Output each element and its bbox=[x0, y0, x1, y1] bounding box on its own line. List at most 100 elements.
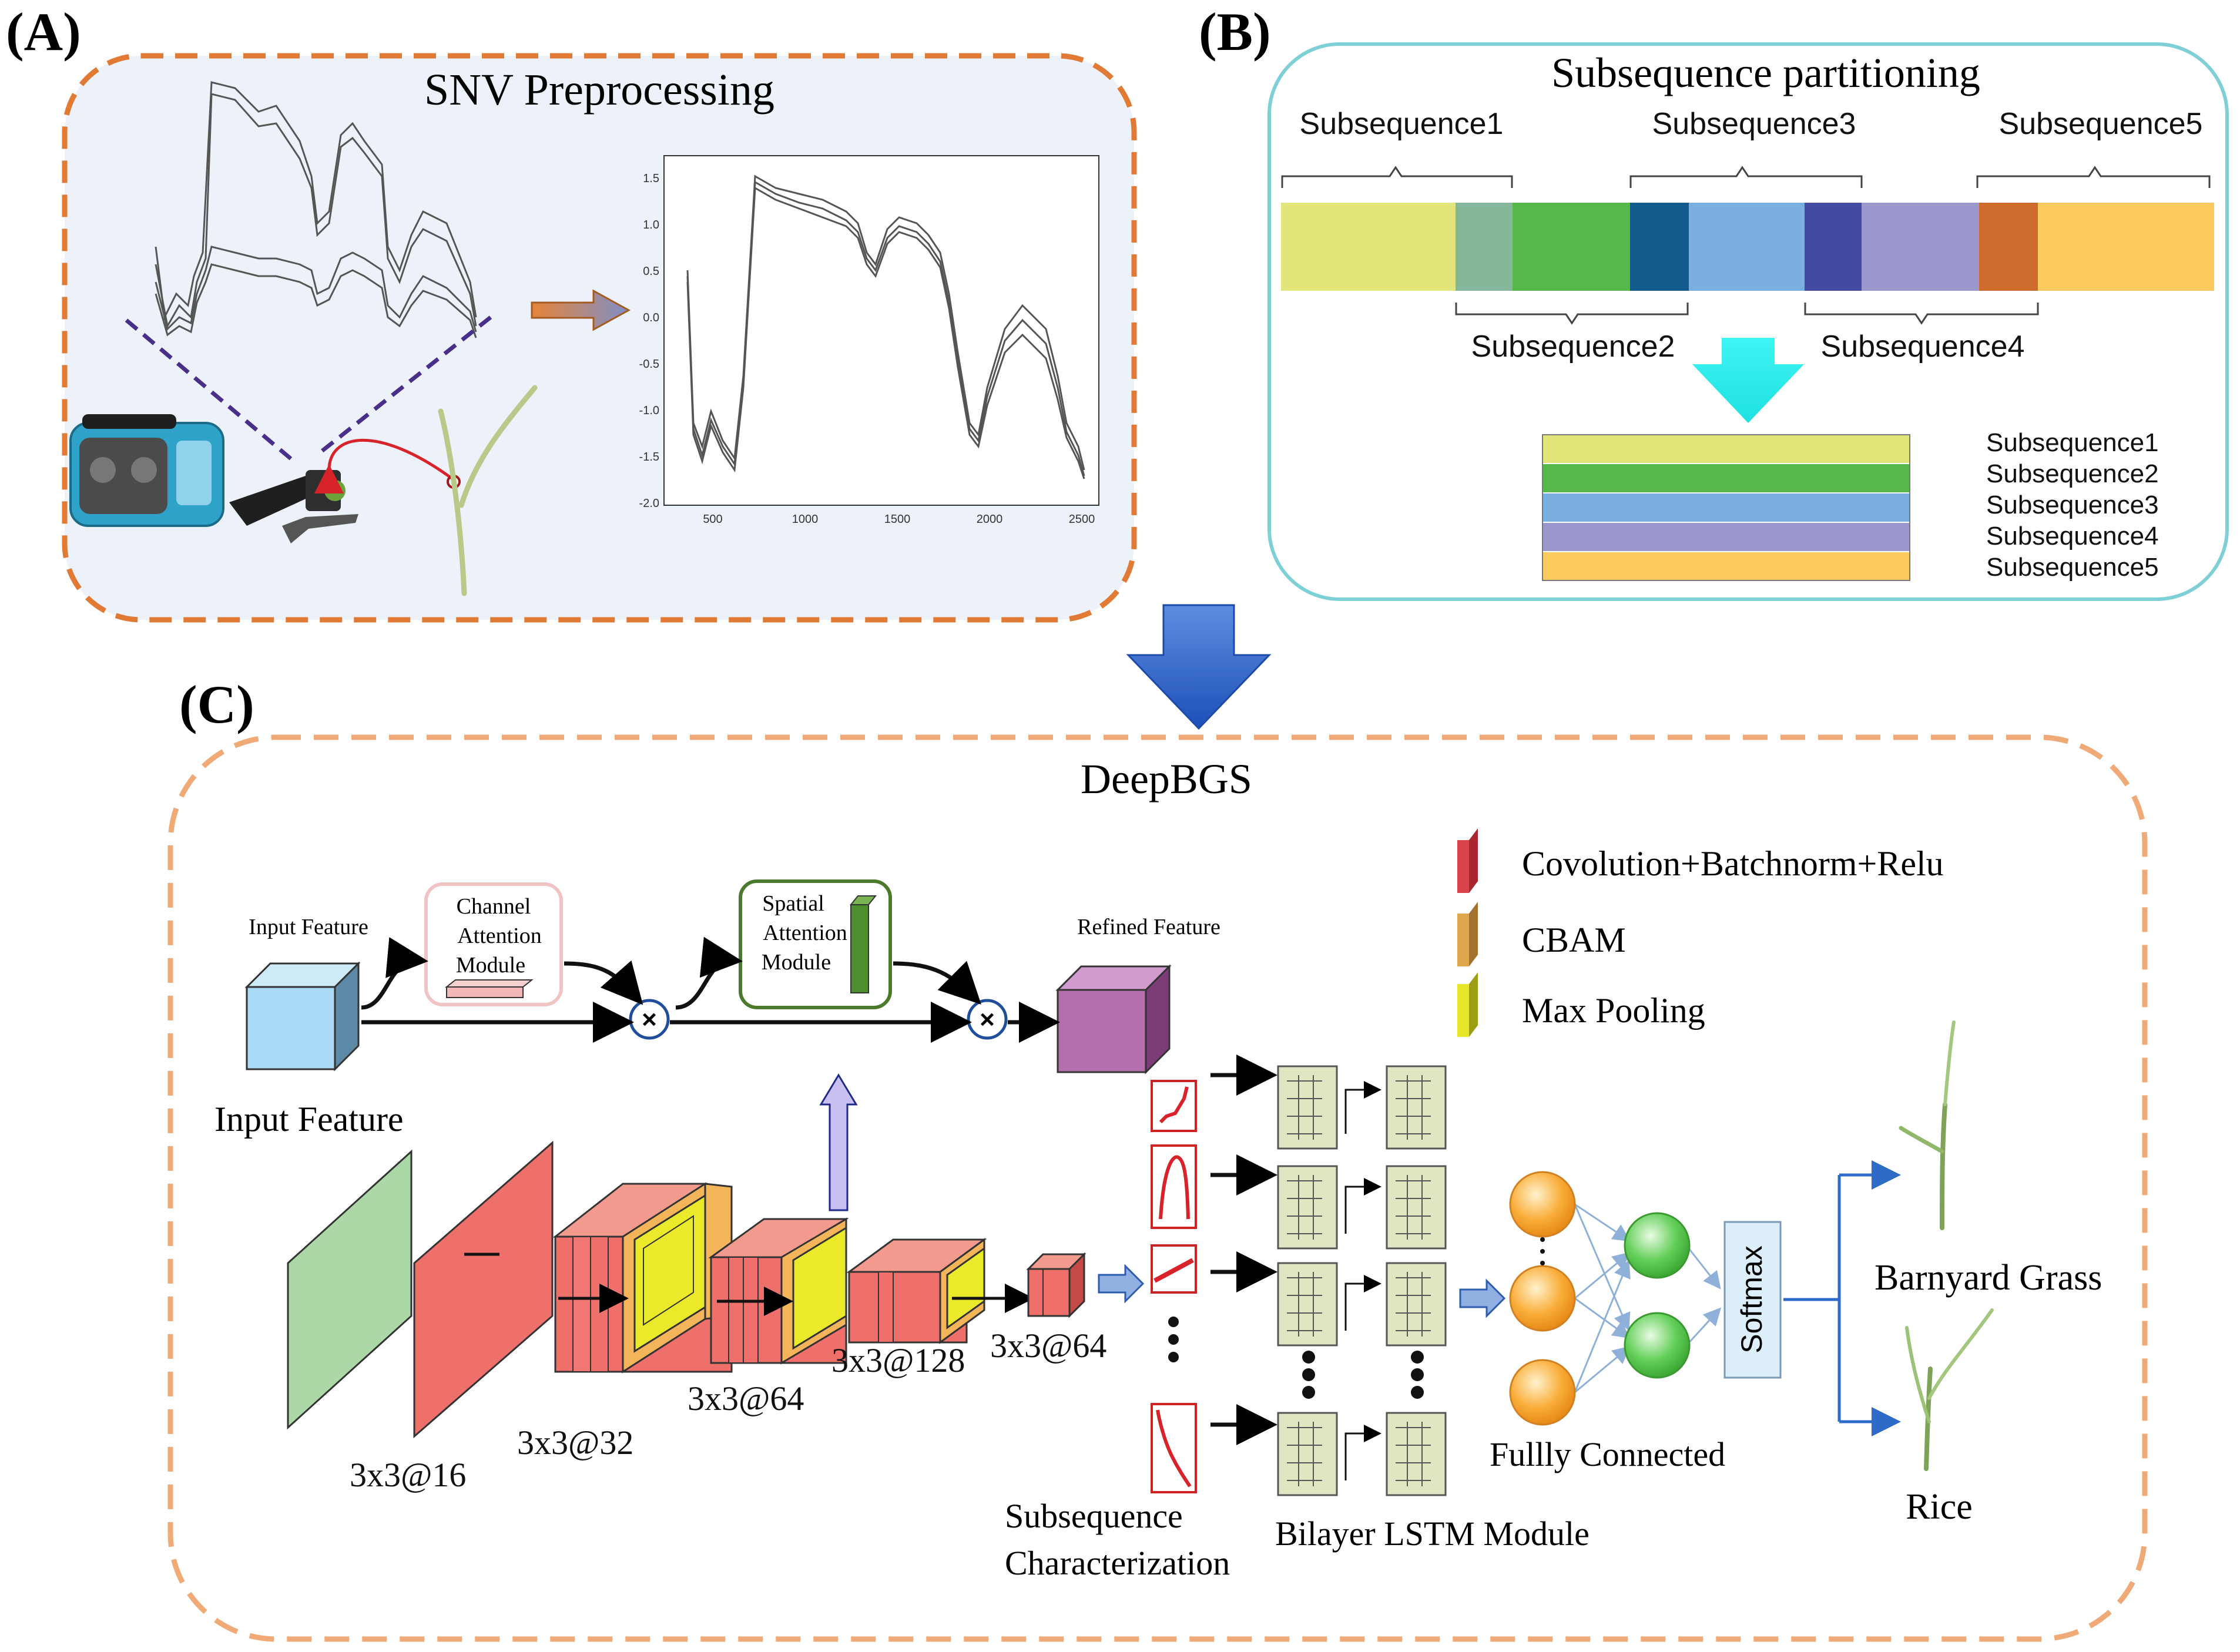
y-tick: -1.0 bbox=[639, 404, 659, 417]
panel-c: (C) DeepBGS Input Feature Channel Attent… bbox=[167, 674, 2148, 1642]
lstm-cell bbox=[1277, 1412, 1338, 1496]
snv-plot: 1.5 1.0 0.5 0.0 -0.5 -1.0 -1.5 -2.0 500 … bbox=[639, 155, 1099, 526]
ellipsis-dot bbox=[1302, 1351, 1315, 1364]
fc-input-node bbox=[1509, 1265, 1576, 1332]
stacked-subsequences bbox=[1542, 434, 1910, 581]
cbam-arrows bbox=[361, 936, 1060, 1043]
funnel-line-right bbox=[318, 315, 492, 454]
legend-maxpool-swatch bbox=[1457, 972, 1478, 1037]
ellipsis-dot bbox=[1302, 1386, 1315, 1399]
stack-arrow bbox=[1692, 338, 1804, 423]
layer-label: 3x3@64 bbox=[688, 1379, 804, 1418]
spatial-attention-text: Spatial bbox=[762, 891, 824, 916]
snv-plot-x-ticks: 500 1000 1500 2000 2500 bbox=[703, 513, 1095, 526]
stack-row bbox=[1542, 435, 1910, 463]
partition-top-braces bbox=[1281, 166, 2211, 188]
sub-char-box bbox=[1151, 1403, 1197, 1493]
y-tick: 1.5 bbox=[643, 172, 659, 185]
y-tick: 1.0 bbox=[643, 219, 659, 231]
partition-top-labels: Subsequence1 Subsequence3 Subsequence5 bbox=[1300, 107, 2203, 141]
stack-label: Subsequence4 bbox=[1986, 522, 2159, 550]
lstm-cell bbox=[1386, 1412, 1447, 1496]
segment bbox=[1689, 203, 1805, 291]
lstm-cell bbox=[1386, 1262, 1447, 1347]
conv-layer-32 bbox=[552, 1182, 733, 1374]
output-branches bbox=[1783, 1160, 1901, 1436]
segment bbox=[1805, 203, 1862, 291]
panel-a: (A) SNV Preprocessing bbox=[6, 2, 1137, 623]
sub-char-box bbox=[1151, 1080, 1197, 1132]
lstm-cell bbox=[1277, 1262, 1338, 1347]
segment bbox=[1979, 203, 2038, 291]
subsequence-label: Subsequence5 bbox=[1999, 107, 2203, 141]
sub-to-lstm-arrows bbox=[1210, 1055, 1277, 1445]
snv-curves bbox=[686, 174, 1085, 479]
flow-down-arrow bbox=[1126, 604, 1272, 730]
layer-label: 3x3@128 bbox=[831, 1341, 965, 1379]
fc-label: Fullly Connected bbox=[1490, 1435, 1725, 1473]
preprocess-arrow bbox=[531, 289, 631, 331]
segment bbox=[1456, 203, 1513, 291]
legend-conv-label: Covolution+Batchnorm+Relu bbox=[1522, 844, 1944, 883]
stack-row bbox=[1542, 493, 1910, 522]
legend-cbam-label: CBAM bbox=[1522, 921, 1626, 959]
snv-plot-y-ticks: 1.5 1.0 0.5 0.0 -0.5 -1.0 -1.5 -2.0 bbox=[639, 172, 659, 510]
channel-attention-text: Attention bbox=[457, 924, 542, 948]
partition-bottom-labels: Subsequence2 Subsequence4 bbox=[1471, 330, 2025, 364]
panel-a-title: SNV Preprocessing bbox=[424, 65, 774, 115]
partition-bottom-braces bbox=[1455, 303, 2039, 325]
lstm-label: Bilayer LSTM Module bbox=[1275, 1515, 1590, 1553]
fully-connected-net bbox=[1509, 1171, 1722, 1426]
stack-label: Subsequence2 bbox=[1986, 459, 2159, 488]
legend-cbam-swatch bbox=[1457, 902, 1478, 966]
stack-frame bbox=[1542, 434, 1910, 581]
x-tick: 2000 bbox=[977, 513, 1003, 526]
lstm-cell bbox=[1386, 1065, 1447, 1150]
y-tick: -1.5 bbox=[639, 451, 659, 464]
y-tick: -0.5 bbox=[639, 358, 659, 371]
segment bbox=[1281, 203, 1456, 291]
conv-layer-16 bbox=[413, 1140, 554, 1439]
subsequence-label: Subsequence3 bbox=[1652, 107, 1856, 141]
multiply-symbol: × bbox=[980, 1005, 995, 1034]
ellipsis-dot bbox=[1411, 1351, 1424, 1364]
ellipsis-dot bbox=[1540, 1249, 1545, 1254]
layer-label: 3x3@64 bbox=[990, 1327, 1106, 1365]
subsequence-label: Subsequence2 bbox=[1471, 330, 1675, 364]
segment bbox=[1630, 203, 1689, 291]
lstm-cell bbox=[1277, 1065, 1338, 1150]
fc-output-node bbox=[1624, 1312, 1691, 1379]
cbam-link-arrow bbox=[819, 1073, 858, 1211]
channel-attention-module: Channel Attention Module bbox=[424, 882, 563, 1006]
sub-char-label-2: Characterization bbox=[1005, 1544, 1230, 1582]
y-tick: 0.5 bbox=[643, 265, 659, 278]
softmax-box: Softmax bbox=[1723, 1221, 1782, 1379]
fc-input-node bbox=[1509, 1359, 1576, 1426]
sub-char-label-1: Subsequence bbox=[1005, 1497, 1183, 1535]
stack-labels: Subsequence1 Subsequence2 Subsequence3 S… bbox=[1986, 428, 2159, 582]
panel-c-title: DeepBGS bbox=[1081, 756, 1252, 803]
conv-layer-64b bbox=[1026, 1252, 1087, 1318]
subsequence-label: Subsequence4 bbox=[1821, 330, 2025, 364]
cbam-diagram: Input Feature Channel Attention Module × bbox=[244, 879, 1220, 1075]
conv-layer-128 bbox=[846, 1238, 1034, 1344]
y-tick: -2.0 bbox=[639, 497, 659, 510]
ellipsis-dot bbox=[1411, 1368, 1424, 1381]
legend-maxpool-label: Max Pooling bbox=[1522, 991, 1705, 1030]
sub-char-box bbox=[1151, 1144, 1197, 1229]
panel-a-label: (A) bbox=[6, 2, 81, 62]
stack-label: Subsequence3 bbox=[1986, 491, 2159, 519]
ellipsis-dot bbox=[1168, 1317, 1179, 1327]
y-tick: 0.0 bbox=[643, 311, 659, 324]
channel-attention-text: Module bbox=[456, 953, 525, 978]
ellipsis-dot bbox=[1302, 1368, 1315, 1381]
ellipsis-dot bbox=[1411, 1386, 1424, 1399]
segment bbox=[1862, 203, 1979, 291]
ellipsis-dot bbox=[1540, 1237, 1545, 1242]
x-tick: 1500 bbox=[884, 513, 911, 526]
multiply-symbol: × bbox=[642, 1005, 657, 1034]
legend-conv-swatch bbox=[1457, 828, 1478, 893]
spatial-attention-text: Attention bbox=[763, 921, 847, 945]
